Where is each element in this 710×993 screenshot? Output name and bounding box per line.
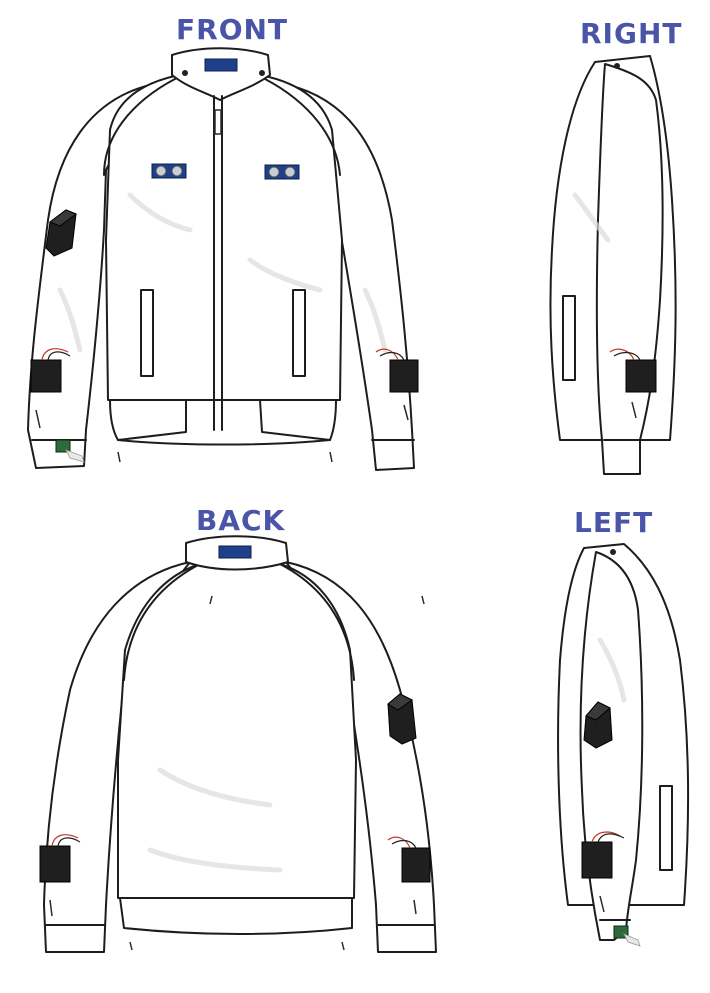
front-collar-snap-right [259, 70, 265, 76]
back-body [118, 564, 356, 898]
left-side-sleeve [581, 552, 643, 940]
left-side-pocket [660, 786, 672, 870]
front-jacket [28, 48, 418, 470]
left-side-jacket [558, 544, 688, 946]
front-right-waistband [260, 400, 336, 440]
right-side-snap [614, 63, 620, 69]
front-left-pocket [141, 290, 153, 376]
back-waistband [120, 898, 352, 934]
front-right-pocket [293, 290, 305, 376]
right-side-pocket [563, 296, 575, 380]
right-side-jacket [550, 56, 675, 474]
back-collar-microcontroller [219, 546, 251, 558]
front-collar-microcontroller [205, 59, 237, 71]
front-right-ultrasonic-sensor [265, 165, 299, 179]
back-arm-enclosure [388, 694, 416, 744]
front-collar-snap-left [182, 70, 188, 76]
left-side-camera-module [614, 926, 640, 946]
back-jacket [40, 536, 436, 952]
front-left-waistband [110, 400, 186, 440]
left-side-snap [610, 549, 616, 555]
front-left-ultrasonic-sensor [152, 164, 186, 178]
